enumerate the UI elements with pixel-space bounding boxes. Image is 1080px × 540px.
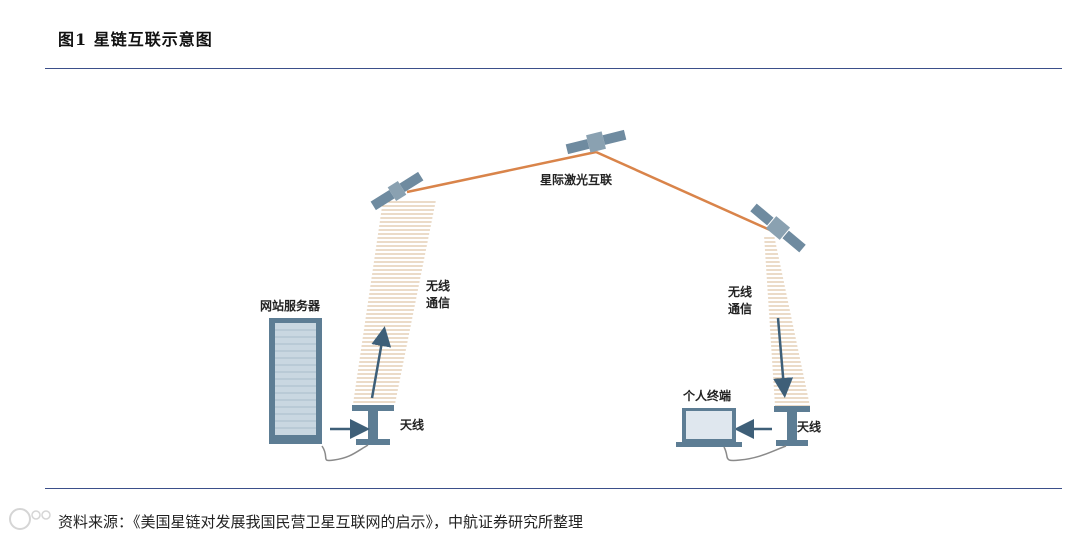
antenna-icon bbox=[774, 406, 810, 446]
label-laser-link: 星际激光互联 bbox=[540, 172, 612, 187]
arrow-icon bbox=[370, 326, 392, 399]
label-antenna-right: 天线 bbox=[797, 419, 821, 434]
figure-title: 图1 星链互联示意图 bbox=[58, 30, 213, 49]
label-wireless-right-2: 通信 bbox=[728, 301, 752, 316]
laptop-icon bbox=[676, 408, 742, 447]
label-personal-terminal: 个人终端 bbox=[682, 388, 731, 403]
antenna-icon bbox=[352, 405, 394, 445]
satellite-icon bbox=[370, 171, 424, 211]
top-divider bbox=[45, 68, 1062, 69]
server-icon bbox=[269, 318, 322, 444]
cable bbox=[321, 444, 369, 462]
bottom-divider bbox=[45, 488, 1062, 489]
label-web-server: 网站服务器 bbox=[260, 298, 321, 313]
satellite-icon bbox=[565, 129, 627, 155]
label-wireless-left-1: 无线 bbox=[425, 278, 450, 293]
satellite-icon bbox=[750, 203, 806, 253]
wireless-beam-right bbox=[764, 235, 810, 406]
label-wireless-left-2: 通信 bbox=[426, 295, 450, 310]
laser-link bbox=[406, 150, 771, 232]
arrow-icon bbox=[773, 317, 794, 398]
label-antenna-left: 天线 bbox=[400, 417, 424, 432]
watermark-logo-icon bbox=[9, 508, 51, 530]
cable bbox=[723, 445, 787, 462]
wireless-beam-left bbox=[353, 200, 436, 404]
source-note: 资料来源：《美国星链对发展我国民营卫星互联网的启示》，中航证券研究所整理 bbox=[58, 513, 584, 531]
label-wireless-right-1: 无线 bbox=[727, 284, 752, 299]
